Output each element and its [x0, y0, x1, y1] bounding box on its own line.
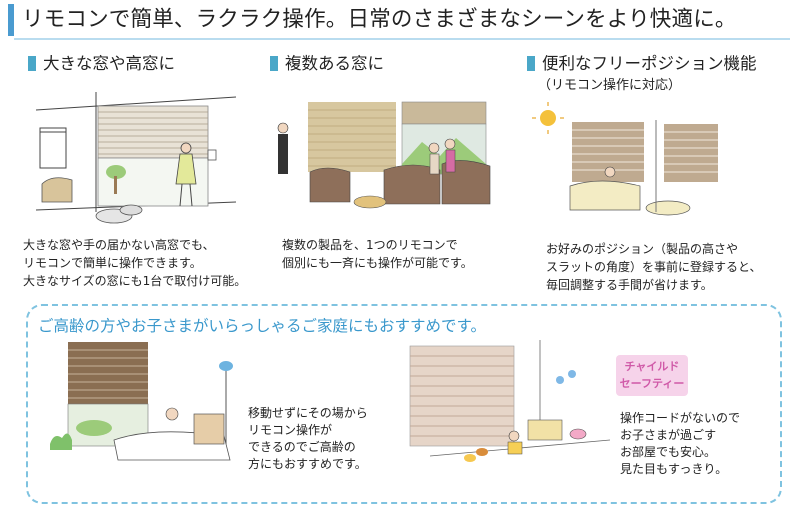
description-line: 大きなサイズの窓にも1台で取付け可能。 [23, 274, 247, 288]
description-line: 毎回調整する手間が省けます。 [546, 278, 713, 292]
description-line: お部屋でも安心。 [620, 445, 717, 459]
recommend-title: ご高齢の方やお子さまがいらっしゃるご家庭にもおすすめです。 [38, 317, 486, 335]
section-title-large-window: 大きな窓や高窓に [28, 53, 175, 75]
description-line: スラットの角度）を事前に登録すると、 [546, 260, 762, 274]
section-marker-icon [527, 56, 535, 71]
section-marker-icon [28, 56, 36, 71]
child-safety-badge: チャイルド セーフティー [616, 355, 688, 396]
section-marker-icon [270, 56, 278, 71]
elderly-text: 移動せずにその場から リモコン操作が できるのでご高齢の 方にもおすすめです。 [248, 405, 368, 473]
illustration-large-window [35, 92, 237, 224]
description-line: 操作コードがないので [620, 411, 741, 425]
description-line: お子さまが過ごす [620, 428, 717, 442]
illustration-child-room [409, 340, 611, 462]
description-line: 大きな窓や手の届かない高窓でも、 [23, 238, 215, 252]
section-title-free-position: 便利なフリーポジション機能 [527, 53, 757, 75]
child-text: 操作コードがないので お子さまが過ごす お部屋でも安心。 見た目もすっきり。 [620, 410, 740, 478]
header-divider [14, 38, 790, 40]
illustration-multiple-windows [277, 101, 491, 209]
illustration-elderly-bedroom [50, 342, 233, 461]
description-line: 移動せずにその場から [248, 406, 368, 420]
recommend-box [26, 304, 782, 504]
page-title: リモコンで簡単、ラクラク操作。日常のさまざまなシーンをより快適に。 [22, 7, 737, 32]
description-line: 複数の製品を、1つのリモコンで [282, 238, 458, 252]
description-line: 個別にも一斉にも操作が可能です。 [282, 256, 473, 270]
description-line: 方にもおすすめです。 [248, 457, 367, 471]
page-header: リモコンで簡単、ラクラク操作。日常のさまざまなシーンをより快適に。 [8, 4, 790, 40]
badge-line: セーフティー [619, 377, 685, 390]
description-line: 見た目もすっきり。 [620, 462, 728, 476]
illustration-free-position [532, 102, 718, 216]
description-line: できるのでご高齢の [248, 440, 356, 454]
badge-line: チャイルド [624, 360, 680, 373]
description-multiple-windows: 複数の製品を、1つのリモコンで 個別にも一斉にも操作が可能です。 [282, 236, 473, 272]
description-line: リモコン操作が [248, 423, 333, 437]
description-free-position: お好みのポジション（製品の高さや スラットの角度）を事前に登録すると、 毎回調整… [546, 240, 762, 294]
description-line: お好みのポジション（製品の高さや [546, 242, 739, 256]
section-subtitle-free-position: （リモコン操作に対応） [538, 78, 682, 93]
description-line: リモコンで簡単に操作できます。 [23, 256, 202, 270]
description-large-window: 大きな窓や手の届かない高窓でも、 リモコンで簡単に操作できます。 大きなサイズの… [23, 236, 246, 290]
section-title-multiple-windows: 複数ある窓に [270, 53, 384, 75]
